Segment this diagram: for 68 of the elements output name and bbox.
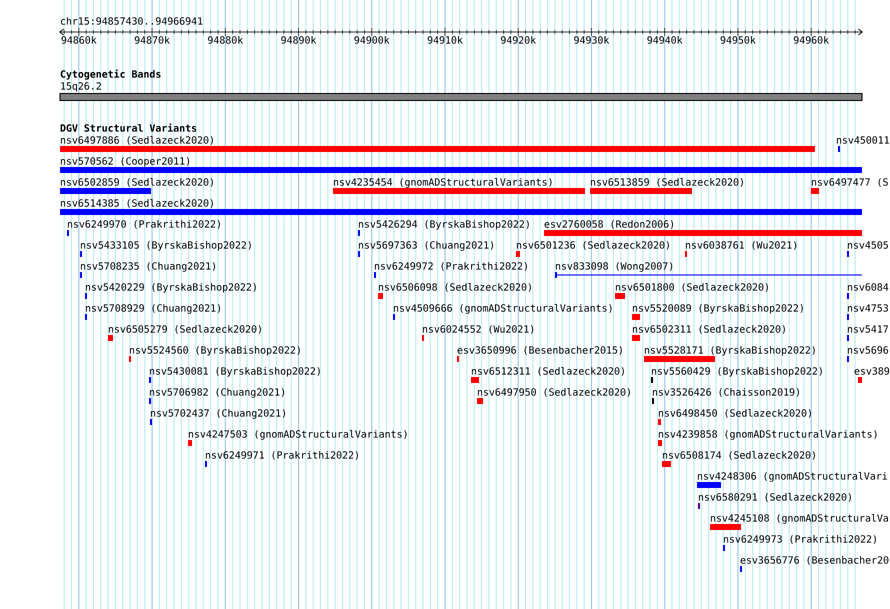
variant-label: nsv5524560 (ByrskaBishop2022): [130, 346, 300, 356]
variant-label: nsv6501800 (Sedlazeck2020): [616, 283, 768, 292]
variant-label: nsv6513859 (Sedlazeck2020): [590, 178, 743, 187]
variant-label: nsv4239858 (gnomADStructuralVariants): [658, 430, 876, 440]
track-title: DGV Structural Variants: [60, 124, 196, 132]
variant-label: nsv6502311 (Sedlazeck2020): [632, 325, 785, 334]
variant-label: nsv6497886 (Sedlazeck2020): [60, 136, 213, 145]
variant-label: nsv6024552 (Wu2021): [422, 325, 534, 334]
variant-label: nsv6506098 (Sedlazeck2020): [378, 283, 531, 292]
variant-label: nsv6249971 (Prakrithi2022): [206, 451, 358, 460]
variant-label: nsv5708235 (Chuang2021): [80, 262, 216, 272]
variant-label: nsv6505279 (Sedlazeck2020): [108, 325, 261, 334]
variant-label: nsv6508174 (Sedlazeck2020): [662, 451, 815, 460]
variant-label: nsv5702437 (Chuang2021): [150, 409, 286, 419]
variant-label: nsv6249970 (Prakrithi2022): [68, 220, 220, 229]
variant-label: nsv6514385 (Sedlazeck2020): [60, 199, 213, 208]
variant-label: nsv5708929 (Chuang2021): [86, 304, 220, 314]
tick-label: 94940k: [647, 36, 682, 44]
variant-label: nsv570562 (Cooper2011): [60, 157, 190, 167]
tick-label: 94860k: [62, 36, 97, 44]
variant-label: nsv6501236 (Sedlazeck2020): [516, 241, 669, 250]
variant-label: esv389: [854, 367, 890, 375]
track-title: Cytogenetic Bands: [60, 70, 161, 80]
variant-label: nsv6497950 (Sedlazeck2020): [478, 388, 630, 397]
tick-label: 94900k: [354, 36, 390, 44]
locus-label: chr15:94857430..94966941: [60, 17, 202, 25]
variant-label: nsv5696: [848, 346, 888, 354]
tick-label: 94890k: [281, 36, 316, 44]
tick-label: 94910k: [428, 36, 463, 44]
variant-label: nsv5520089 (ByrskaBishop2022): [632, 304, 803, 314]
variant-label: nsv5706982 (Chuang2021): [150, 388, 284, 398]
variant-label: nsv6498450 (Sedlazeck2020): [658, 409, 811, 418]
variant-label: nsv450011: [836, 136, 889, 144]
variant-label: nsv6249972 (Prakrithi2022): [374, 262, 527, 271]
variant-label: nsv6497477 (S: [812, 178, 888, 187]
variant-label: nsv5433105 (ByrskaBishop2022): [80, 241, 251, 251]
variant-label: esv2760058 (Redon2006): [544, 220, 674, 229]
variant-label: nsv5417: [848, 325, 888, 333]
variant-label: nsv6038761 (Wu2021): [686, 241, 796, 250]
variant-label: nsv4247503 (gnomADStructuralVariants): [188, 430, 406, 440]
variant-label: nsv4248306 (gnomADStructuralVari: [698, 472, 888, 482]
tick-label: 94880k: [208, 36, 244, 44]
tick-label: 94950k: [720, 36, 756, 44]
variant-label: nsv4505: [848, 241, 888, 249]
variant-label: nsv6502859 (Sedlazeck2020): [60, 178, 213, 187]
band-label: 15q26.2: [61, 82, 101, 92]
variant-label: nsv3526426 (Chaisson2019): [652, 388, 799, 397]
variant-label: esv3650996 (Besenbacher2015): [458, 346, 622, 355]
variant-label: nsv5560429 (ByrskaBishop2022): [652, 367, 822, 377]
tick-label: 94930k: [574, 36, 610, 44]
variant-label: nsv833098 (Wong2007): [556, 262, 672, 272]
variant-label: nsv6084: [848, 283, 888, 291]
variant-label: nsv4245108 (gnomADStructuralVa: [710, 514, 888, 524]
variant-label: nsv4753: [848, 304, 888, 312]
variant-label: nsv6512311 (Sedlazeck2020): [472, 367, 624, 376]
variant-label: nsv6580291 (Sedlazeck2020): [698, 493, 851, 502]
variant-label: nsv4235454 (gnomADStructuralVariants): [334, 178, 552, 188]
variant-label: nsv5420229 (ByrskaBishop2022): [86, 283, 256, 293]
variant-label: nsv5430081 (ByrskaBishop2022): [150, 367, 320, 377]
variant-label: nsv5697363 (Chuang2021): [358, 241, 494, 251]
variant-label: nsv5528171 (ByrskaBishop2022): [644, 346, 815, 356]
variant-label: esv3656776 (Besenbacher20: [740, 556, 888, 565]
variant-label: nsv4509666 (gnomADStructuralVariants): [394, 304, 612, 314]
tick-label: 94960k: [794, 36, 829, 44]
tick-label: 94870k: [134, 36, 170, 44]
tick-label: 94920k: [500, 36, 536, 44]
variant-label: nsv5426294 (ByrskaBishop2022): [358, 220, 529, 230]
variant-label: nsv6249973 (Prakrithi2022): [724, 535, 876, 544]
